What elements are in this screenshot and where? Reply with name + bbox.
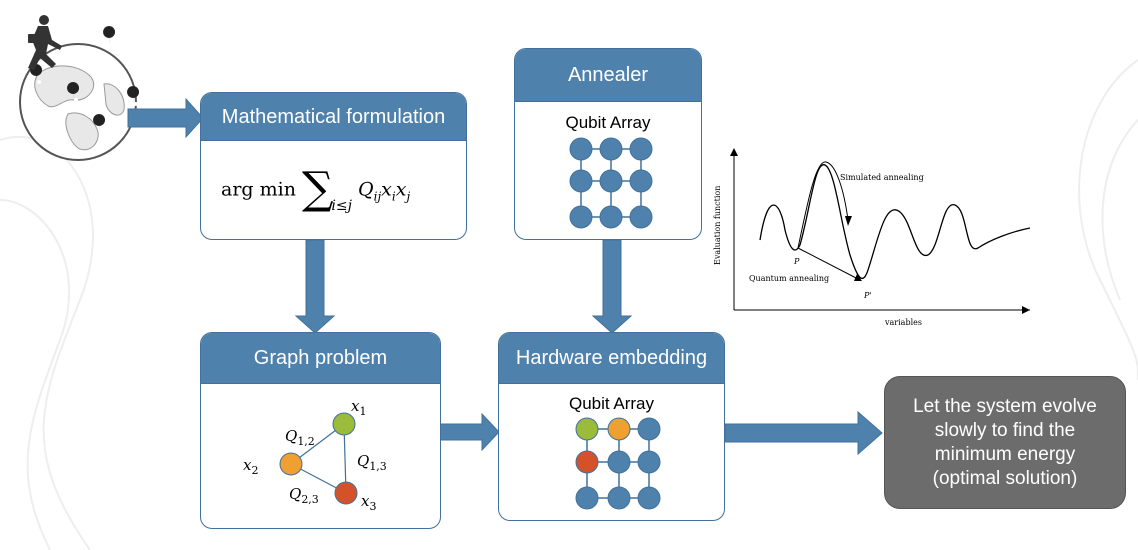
hardware-embedding-box: Hardware embedding Qubit Array <box>498 332 725 521</box>
annealer-array-label: Qubit Array <box>565 113 651 132</box>
label-x2-sub: 2 <box>251 464 258 477</box>
node-x1 <box>332 412 356 436</box>
label-q12-sub: 1,2 <box>297 435 315 448</box>
qubit <box>607 486 631 510</box>
arrow-hardware-to-result <box>724 410 883 456</box>
qubit-x1 <box>575 417 599 441</box>
node-x3 <box>334 481 358 505</box>
hardware-array-label: Qubit Array <box>568 394 655 413</box>
qubit-x3 <box>575 450 599 474</box>
result-text: Let the system evolve slowly to find the… <box>913 395 1097 489</box>
plot-simulated-label: Simulated annealing <box>840 173 924 182</box>
quantum-annealing-path <box>797 247 861 281</box>
qubit <box>637 450 661 474</box>
plot-xlabel: variables <box>884 318 922 327</box>
label-x3-sub: 3 <box>369 500 376 513</box>
label-q23: Q <box>289 485 301 503</box>
formula-q: Q <box>358 178 374 201</box>
svg-text:Q2,3: Q2,3 <box>289 485 319 506</box>
graph-problem-box: Graph problem x1 x2 x3 Q1,2 Q1,3 Q2,3 <box>200 332 441 529</box>
qubit <box>599 137 623 161</box>
svg-text:Q1,2: Q1,2 <box>285 427 315 448</box>
result-box: Let the system evolve slowly to find the… <box>884 376 1126 509</box>
math-formulation-title: Mathematical formulation <box>201 93 466 141</box>
graph-problem-title: Graph problem <box>201 333 440 384</box>
formula-op: arg min <box>221 178 296 201</box>
qubit <box>599 205 623 229</box>
qubo-formula: arg min ∑i≤j Qijxixj <box>221 163 411 216</box>
svg-text:x2: x2 <box>243 456 258 477</box>
formula-x2: x <box>395 178 407 201</box>
annealing-plot: Evaluation function variables Simulated … <box>713 148 1031 327</box>
formula-x1-sub: i <box>391 189 396 204</box>
svg-text:x1: x1 <box>351 397 366 418</box>
hardware-embedding-title: Hardware embedding <box>499 333 724 384</box>
label-q12: Q <box>285 427 297 445</box>
annealer-qubit-array <box>569 137 653 229</box>
label-x3: x <box>361 492 370 510</box>
sum-symbol: ∑ <box>302 163 334 214</box>
label-x1-sub: 1 <box>359 405 366 418</box>
energy-curve <box>759 164 1031 280</box>
label-x2: x <box>243 456 252 474</box>
map-pin-icon <box>30 26 140 138</box>
plot-p-prime-label: P' <box>863 291 872 300</box>
svg-text:x3: x3 <box>361 492 376 513</box>
simulated-annealing-path <box>797 161 849 249</box>
qubit <box>637 417 661 441</box>
label-q23-sub: 2,3 <box>301 493 319 506</box>
arrow-graph-to-hardware <box>439 412 500 452</box>
runner-icon <box>28 15 62 70</box>
svg-text:Q1,3: Q1,3 <box>357 452 387 473</box>
label-q13-sub: 1,3 <box>369 460 387 473</box>
annealer-box: Annealer Qubit Array <box>514 48 702 240</box>
qubit <box>569 169 593 193</box>
qubit <box>575 486 599 510</box>
qubit <box>569 205 593 229</box>
qubit <box>629 137 653 161</box>
qubit-x2 <box>607 417 631 441</box>
annealer-title: Annealer <box>515 49 701 102</box>
qubit <box>599 169 623 193</box>
plot-p-label: P <box>793 257 800 266</box>
hardware-qubit-array <box>575 417 661 510</box>
formula-x1: x <box>381 178 392 201</box>
node-x2 <box>279 452 303 476</box>
math-formulation-box: Mathematical formulation arg min ∑i≤j Qi… <box>200 92 467 240</box>
globe-icon <box>19 15 140 161</box>
qubit <box>569 137 593 161</box>
qubit <box>637 486 661 510</box>
qubit <box>629 205 653 229</box>
formula-index: i≤j <box>331 197 352 214</box>
label-q13: Q <box>357 452 369 470</box>
arrow-math-to-graph <box>294 239 336 334</box>
label-x1: x <box>351 397 360 415</box>
formula-x2-sub: j <box>406 189 411 204</box>
plot-ylabel: Evaluation function <box>713 186 722 265</box>
qubit <box>629 169 653 193</box>
qubit <box>607 450 631 474</box>
formula-q-sub: ij <box>373 189 382 204</box>
arrow-globe-to-math <box>127 97 204 139</box>
graph-diagram: x1 x2 x3 Q1,2 Q1,3 Q2,3 <box>243 397 387 513</box>
arrow-annealer-to-hardware <box>591 239 633 334</box>
plot-quantum-label: Quantum annealing <box>749 274 829 283</box>
